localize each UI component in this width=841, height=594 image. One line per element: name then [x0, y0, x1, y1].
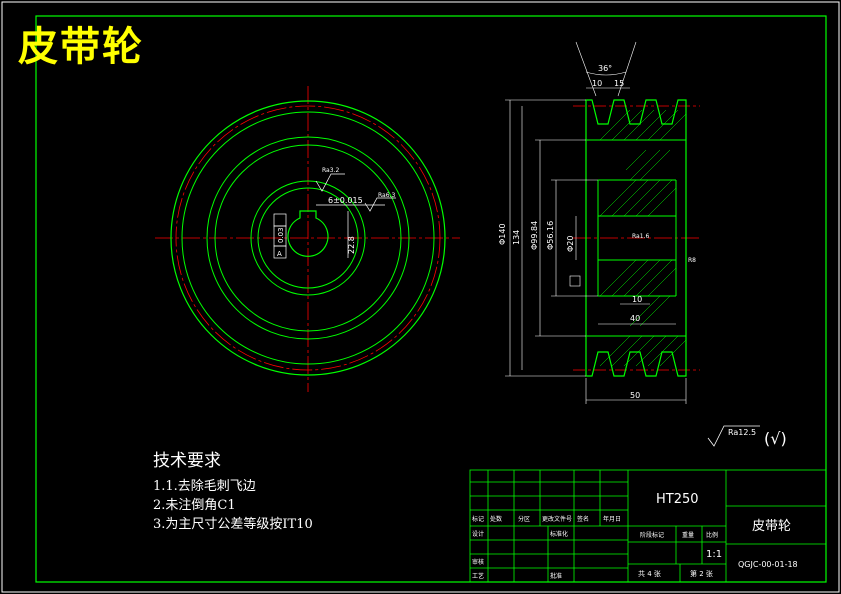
tb-sheets-total: 共 4 张: [638, 569, 661, 578]
roughness-symbol-1: [315, 173, 345, 192]
title-block-labels: 标记 处数 分区 更改文件号 签名 年月日 设计 标准化 审核 工艺 批准 阶段…: [472, 515, 718, 580]
tb-standard: 标准化: [550, 530, 568, 538]
pulley-section-outline: [585, 99, 687, 377]
section-view: Φ140 134 Φ99.84 Φ56.16 Φ20 50 40 10 10 1…: [498, 41, 700, 404]
hub-inner-circle: [257, 187, 359, 289]
dim-134: 134: [512, 230, 521, 245]
tb-approve: 批准: [550, 572, 562, 580]
tb-mark: 标记: [472, 515, 484, 523]
tb-drawing-no: QGJC-00-01-18: [738, 560, 798, 569]
tolerance-value: 0.03: [277, 227, 285, 243]
notes-heading: 技术要求: [153, 451, 221, 471]
key-width-dim: 6±0.015: [328, 196, 363, 205]
groove-angle-lines: [575, 41, 637, 97]
dim-40: 40: [630, 314, 640, 323]
diameter-dim-lines: [505, 99, 598, 377]
dim-angle: 36°: [598, 64, 612, 73]
tb-sheet-no: 第 2 张: [690, 569, 713, 578]
tb-material: HT250: [656, 492, 699, 507]
dim-d140: Φ140: [498, 223, 507, 245]
overall-roughness-symbol: [707, 425, 760, 447]
overall-roughness-value: Ra12.5: [728, 428, 756, 437]
tb-design: 设计: [472, 530, 484, 538]
dim-50: 50: [630, 391, 640, 400]
web-outer-circle: [206, 136, 410, 340]
tb-count: 处数: [490, 515, 502, 523]
fillet-r8: R8: [688, 257, 696, 264]
datum-letter: A: [277, 250, 282, 258]
frame-border: [35, 15, 827, 583]
tb-scale-label: 比例: [706, 531, 718, 539]
tb-zone: 分区: [518, 515, 530, 523]
roughness-ra32: Ra3.2: [322, 167, 339, 174]
note-1: 1.1.去除毛刺飞边: [153, 479, 256, 494]
note-3: 3.为主尺寸公差等级按IT10: [153, 517, 313, 532]
tolerance-frame-datum: [273, 245, 287, 259]
outer-rim-circle: [170, 100, 446, 376]
tb-weight: 重量: [682, 531, 694, 539]
tb-stage-mark: 阶段标记: [640, 531, 664, 539]
tb-check: 审核: [472, 558, 484, 566]
key-height-dim: 22.8: [347, 236, 356, 254]
note-2: 2.未注倒角C1: [153, 498, 236, 513]
overall-roughness-paren: (√): [764, 429, 787, 448]
pitch-circle: [175, 105, 441, 371]
tb-scale: 1:1: [706, 549, 722, 560]
hub-outer-circle: [250, 180, 366, 296]
tb-process: 工艺: [472, 572, 484, 580]
front-view: 6±0.015 22.8 Ra3.2 Ra6.3 0.03 A: [155, 86, 460, 392]
roughness-ra16: Ra1.6: [632, 233, 649, 240]
groove-bottom-circle: [181, 111, 435, 365]
roughness-symbol-2: [364, 197, 396, 212]
technical-requirements: 技术要求 1.1.去除毛刺飞边 2.未注倒角C1 3.为主尺寸公差等级按IT10: [153, 446, 313, 534]
web-inner-circle: [214, 144, 402, 332]
dim-d9984: Φ99.84: [530, 221, 539, 250]
tb-part-name: 皮带轮: [752, 519, 791, 534]
dim-10-groove: 10: [592, 79, 602, 88]
dim-10-web: 10: [632, 295, 642, 304]
section-hatching: [599, 109, 687, 367]
roughness-ra63-front: Ra6.3: [378, 192, 395, 199]
title-block-grid: [469, 469, 827, 583]
drawing-title: 皮带轮: [18, 24, 144, 70]
width-dim-lines: [585, 87, 687, 404]
bore-with-keyway: [287, 210, 329, 257]
tb-change-doc: 更改文件号: [542, 515, 572, 523]
tolerance-frame-symbol: [273, 213, 287, 227]
dim-d20: Φ20: [566, 236, 575, 252]
dim-15-pitch: 15: [614, 79, 624, 88]
tb-date: 年月日: [603, 515, 621, 523]
section-datum-box: [569, 275, 581, 287]
dim-d5616: Φ56.16: [546, 221, 555, 250]
tb-sign: 签名: [577, 515, 589, 523]
